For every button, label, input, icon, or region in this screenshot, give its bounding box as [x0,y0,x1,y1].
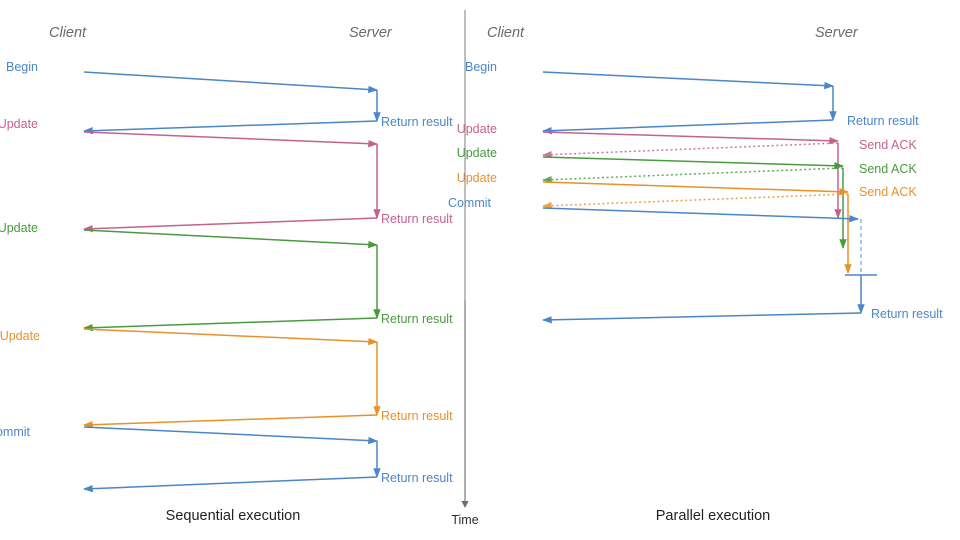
message-arrow [83,317,378,332]
lane-header-server: Server [815,25,859,41]
message-arrow [83,229,378,249]
panel-caption: Parallel execution [656,508,770,524]
message-label: Commit [448,196,492,210]
message-arrow [542,167,844,184]
message-arrow [542,71,834,90]
message-label: Return result [381,471,453,485]
message-label: Send ACK [859,138,917,152]
time-axis-arrowhead [461,501,469,508]
message-arrow [83,120,378,135]
message-label: Return result [381,409,453,423]
message-label: Return result [381,115,453,129]
time-axis-label: Time [451,513,478,527]
message-arrow [542,119,834,135]
time-axis-layer: Time [451,10,479,527]
message-label: Begin [6,60,38,74]
message-label: Return result [381,312,453,326]
message-label: Send ACK [859,162,917,176]
message-arrow [542,181,849,196]
lane-header-client: Client [487,25,525,41]
message-label: Return result [381,212,453,226]
message-arrow [83,131,378,148]
message-label: Commit [0,425,31,439]
lane-header-client: Client [49,25,87,41]
message-arrow [83,328,378,346]
message-arrow [542,193,849,210]
message-arrow [542,142,839,159]
message-label: Update [0,221,38,235]
message-label: Update [0,117,38,131]
lane-header-server: Server [349,25,393,41]
message-label: Return result [847,114,919,128]
message-label: Send ACK [859,185,917,199]
message-arrow [542,156,844,170]
message-arrow [83,476,378,493]
message-arrow [542,312,862,324]
message-arrow [542,207,859,223]
message-arrow [83,426,378,445]
message-label: Update [457,171,497,185]
panel-caption: Sequential execution [166,508,301,524]
message-label: Update [457,146,497,160]
message-arrow [542,131,839,145]
message-label: Update [457,122,497,136]
message-arrow [83,217,378,233]
message-label: Begin [465,60,497,74]
message-label: Return result [871,307,943,321]
message-arrow [83,71,378,94]
message-arrow [83,414,378,429]
message-label: Update [0,329,40,343]
